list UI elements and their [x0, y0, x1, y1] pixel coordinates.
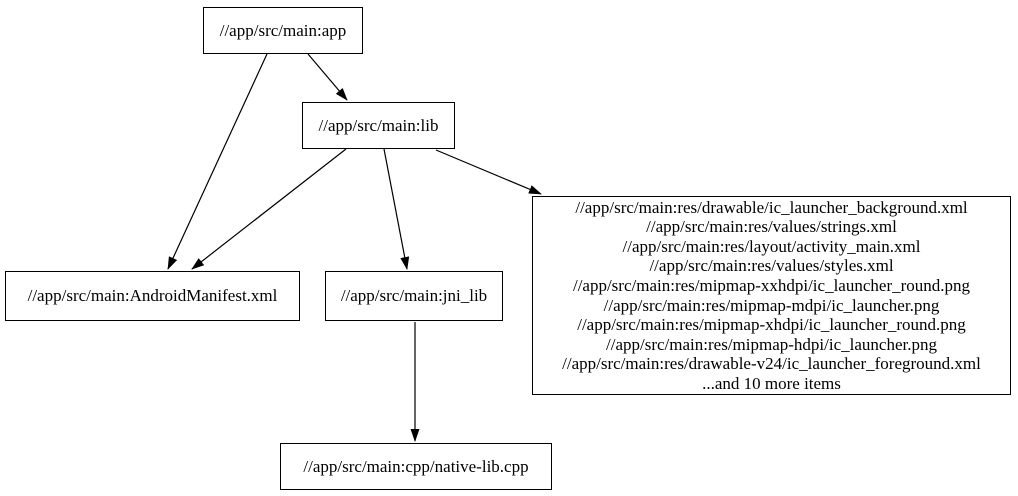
- res-file-line: //app/src/main:res/layout/activity_main.…: [622, 236, 921, 256]
- graph-node-jni-lib-label: //app/src/main:jni_lib: [340, 286, 488, 306]
- graph-node-res-files: //app/src/main:res/drawable/ic_launcher_…: [532, 196, 1011, 395]
- graph-node-native-lib-cpp-label: //app/src/main:cpp/native-lib.cpp: [303, 456, 529, 476]
- edge-lib-to-res-files: [435, 149, 542, 195]
- graph-node-android-manifest-label: //app/src/main:AndroidManifest.xml: [27, 286, 278, 306]
- graph-node-native-lib-cpp: //app/src/main:cpp/native-lib.cpp: [280, 443, 552, 490]
- graph-node-android-manifest: //app/src/main:AndroidManifest.xml: [5, 271, 300, 321]
- res-file-line: //app/src/main:res/drawable/ic_launcher_…: [575, 197, 968, 217]
- res-file-line: //app/src/main:res/mipmap-xhdpi/ic_launc…: [577, 315, 966, 335]
- res-file-more-items: ...and 10 more items: [702, 373, 841, 393]
- graph-node-lib-label: //app/src/main:lib: [318, 115, 439, 135]
- edge-app-to-lib: [307, 53, 348, 101]
- graph-node-app-label: //app/src/main:app: [219, 20, 347, 40]
- res-file-line: //app/src/main:res/mipmap-hdpi/ic_launch…: [606, 334, 937, 354]
- res-file-line: //app/src/main:res/mipmap-xxhdpi/ic_laun…: [572, 275, 971, 295]
- res-file-line: //app/src/main:res/drawable-v24/ic_launc…: [562, 354, 981, 374]
- edge-lib-to-jni-lib: [383, 148, 410, 270]
- edge-app-to-android-manifest: [167, 53, 268, 270]
- res-file-line: //app/src/main:res/values/styles.xml: [649, 256, 894, 276]
- edge-lib-to-android-manifest: [191, 148, 347, 270]
- graph-node-app: //app/src/main:app: [203, 7, 363, 54]
- graph-node-jni-lib: //app/src/main:jni_lib: [325, 271, 503, 321]
- res-file-line: //app/src/main:res/mipmap-mdpi/ic_launch…: [603, 295, 940, 315]
- res-file-line: //app/src/main:res/values/strings.xml: [646, 217, 897, 237]
- graph-node-lib: //app/src/main:lib: [302, 102, 455, 149]
